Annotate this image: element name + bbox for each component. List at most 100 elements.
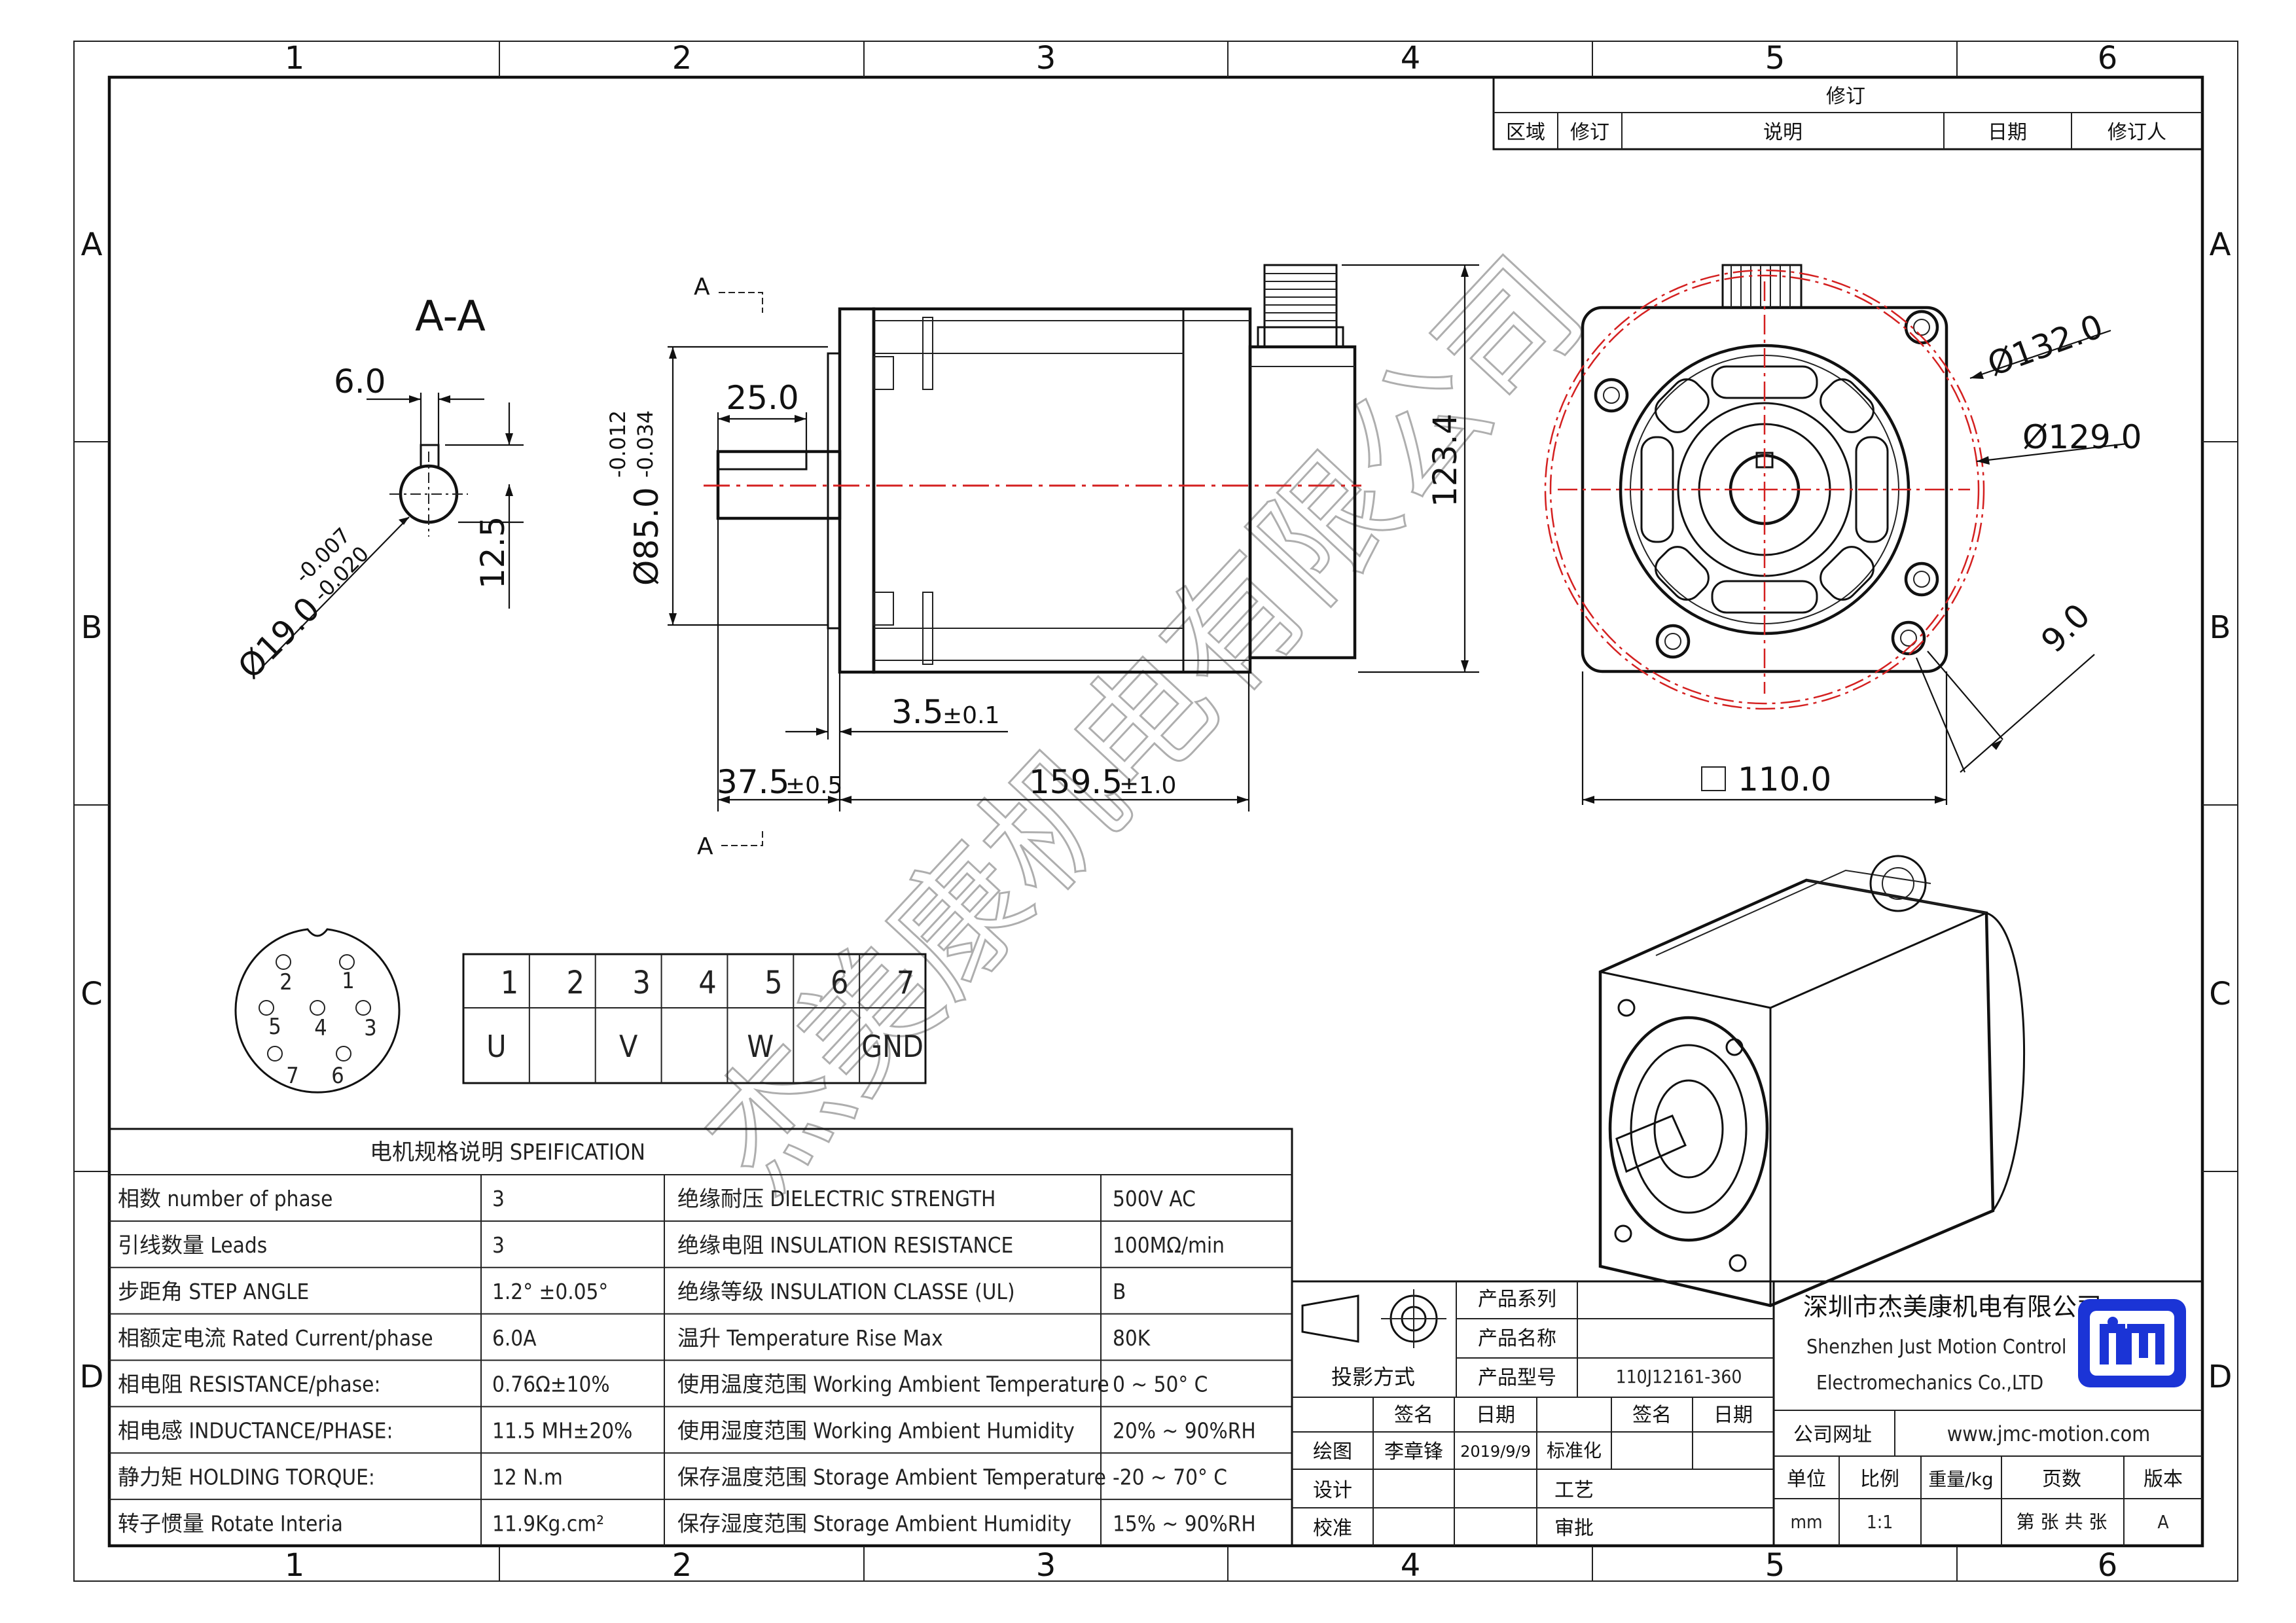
spec-value-2: B [1113,1279,1126,1304]
address-label: 公司网址 [1793,1423,1872,1446]
key-length-label: 25.0 [726,379,798,417]
pin-number: 2 [567,965,584,1001]
spec-value-2: 100MΩ/min [1113,1232,1225,1258]
spec-value: 11.9Kg.cm² [492,1510,604,1536]
hole-size-label: 9.0 [2034,596,2097,660]
revision-header: 日期 [1988,121,2027,144]
front-connector [1721,264,1803,309]
pin-label: 4 [314,1015,327,1041]
spec-label: 静力矩 HOLDING TORQUE: [118,1464,375,1489]
drawer-name: 李章锋 [1384,1440,1443,1463]
revision-header: 修订 [1570,121,1609,144]
motor-shaft [716,450,842,520]
revision-table: 修订 区域 修订 说明 日期 修订人 [1492,76,2204,151]
revision-title: 修订 [1826,85,1865,108]
spec-value: 11.5 MH±20% [492,1418,632,1444]
iso-front-ring [1608,1016,1769,1242]
connector-face: 1 2 3 4 5 6 7 [234,928,401,1094]
spec-value-2: 20% ~ 90%RH [1113,1418,1256,1444]
spec-label-2: 保存湿度范围 Storage Ambient Humidity [677,1510,1071,1536]
spec-value: 1.2° ±0.05° [492,1279,608,1304]
flange-thickness-label: 3.5 [891,693,944,731]
date-label: 日期 [1476,1404,1515,1427]
shaft-length-tol: ±0.5 [785,772,842,799]
standard-label: 标准化 [1547,1440,1602,1461]
spec-value-2: 500V AC [1113,1186,1196,1211]
section-mark-top: A [694,274,710,300]
revision-header: 说明 [1763,121,1803,144]
pin-number: 5 [764,965,782,1001]
grid-row-label: C [81,976,103,1012]
date-label-2: 日期 [1713,1404,1753,1427]
spec-value: 3 [492,1232,505,1258]
spec-label: 相电感 INDUCTANCE/PHASE: [118,1418,393,1444]
pin-number: 1 [501,965,518,1001]
unit-value: mm [1790,1511,1822,1533]
grid-row-label: B [2210,609,2231,646]
front-pockets [1640,365,1889,614]
pin-label: 5 [268,1014,281,1040]
section-title: A-A [415,293,486,341]
spec-label-2: 保存温度范围 Storage Ambient Temperature [677,1464,1106,1489]
grid-row-label: A [2210,226,2231,263]
projection-label: 投影方式 [1331,1364,1415,1389]
pages-value: 第 张 共 张 [2017,1511,2108,1533]
spec-label: 转子惯量 Rotate Interia [118,1510,343,1536]
bolt-circle-outer [1544,269,1985,710]
spec-label: 相电阻 RESISTANCE/phase: [118,1372,380,1397]
isometric-view [1598,855,2025,1308]
pin-label: 1 [342,968,354,994]
bolt-circle-outer-label: Ø132.0 [1982,307,2108,383]
weight-label: 重量/kg [1928,1469,1993,1490]
spec-label-2: 使用湿度范围 Working Ambient Humidity [677,1418,1075,1444]
watermark-text: 杰美康机电有限公司 [675,230,1613,1220]
bolt-circle-inner-label: Ø129.0 [2022,418,2142,456]
pilot-tol-upper: -0.012 [605,410,630,478]
grid-column-label: 3 [1036,1547,1056,1584]
grid-column-label: 6 [2098,40,2118,77]
pin-label: 6 [331,1063,344,1089]
pin-number: 4 [698,965,716,1001]
projection-symbol-cone [1301,1294,1359,1343]
process-label: 工艺 [1554,1479,1594,1502]
square-size-label: 110.0 [1738,760,1831,798]
model-value: 110J12161-360 [1616,1366,1742,1387]
pin-signal: V [619,1029,637,1064]
spec-label: 步距角 STEP ANGLE [118,1279,309,1304]
iso-shaft [1615,1115,1687,1173]
shaft-length-label: 37.5 [717,763,789,801]
design-label: 设计 [1313,1479,1352,1502]
grid-column-label: 4 [1401,1547,1421,1584]
spec-value: 0.76Ω±10% [492,1372,610,1397]
pilot-tol-lower: -0.034 [633,410,658,478]
spec-value: 6.0A [492,1325,537,1351]
spec-label-2: 使用温度范围 Working Ambient Temperature [677,1372,1109,1397]
spec-value-2: 15% ~ 90%RH [1113,1510,1256,1536]
key-depth-label: 12.5 [474,516,512,589]
sign-label: 签名 [1394,1404,1433,1427]
section-view-aa: A-A 6.0 12.5 Ø19.0 -0.007 -0.020 [230,293,524,686]
website: www.jmc-motion.com [1947,1421,2151,1446]
motor-flange [838,307,876,674]
pilot-diameter-label: Ø85.0 [628,487,666,586]
bolt-holes [1594,310,1939,659]
pages-label: 页数 [2042,1468,2081,1491]
series-label: 产品系列 [1478,1288,1556,1311]
grid-row-label: C [2209,976,2231,1012]
iso-outline [1598,878,1995,1308]
approve-label: 审批 [1554,1517,1594,1540]
grid-row-label: D [80,1359,104,1395]
height-label: 123.4 [1426,414,1464,507]
bolt-circle-inner [1549,274,1980,705]
pin-number: 3 [632,965,650,1001]
spec-value: 3 [492,1186,505,1211]
scale-label: 比例 [1860,1468,1899,1491]
spec-label: 引线数量 Leads [118,1232,267,1258]
drawer-date: 2019/9/9 [1460,1442,1531,1461]
grid-row-label: B [81,609,103,646]
spec-title: 电机规格说明 SPEIFICATION [370,1139,645,1166]
spec-value-2: -20 ~ 70° C [1113,1464,1227,1489]
